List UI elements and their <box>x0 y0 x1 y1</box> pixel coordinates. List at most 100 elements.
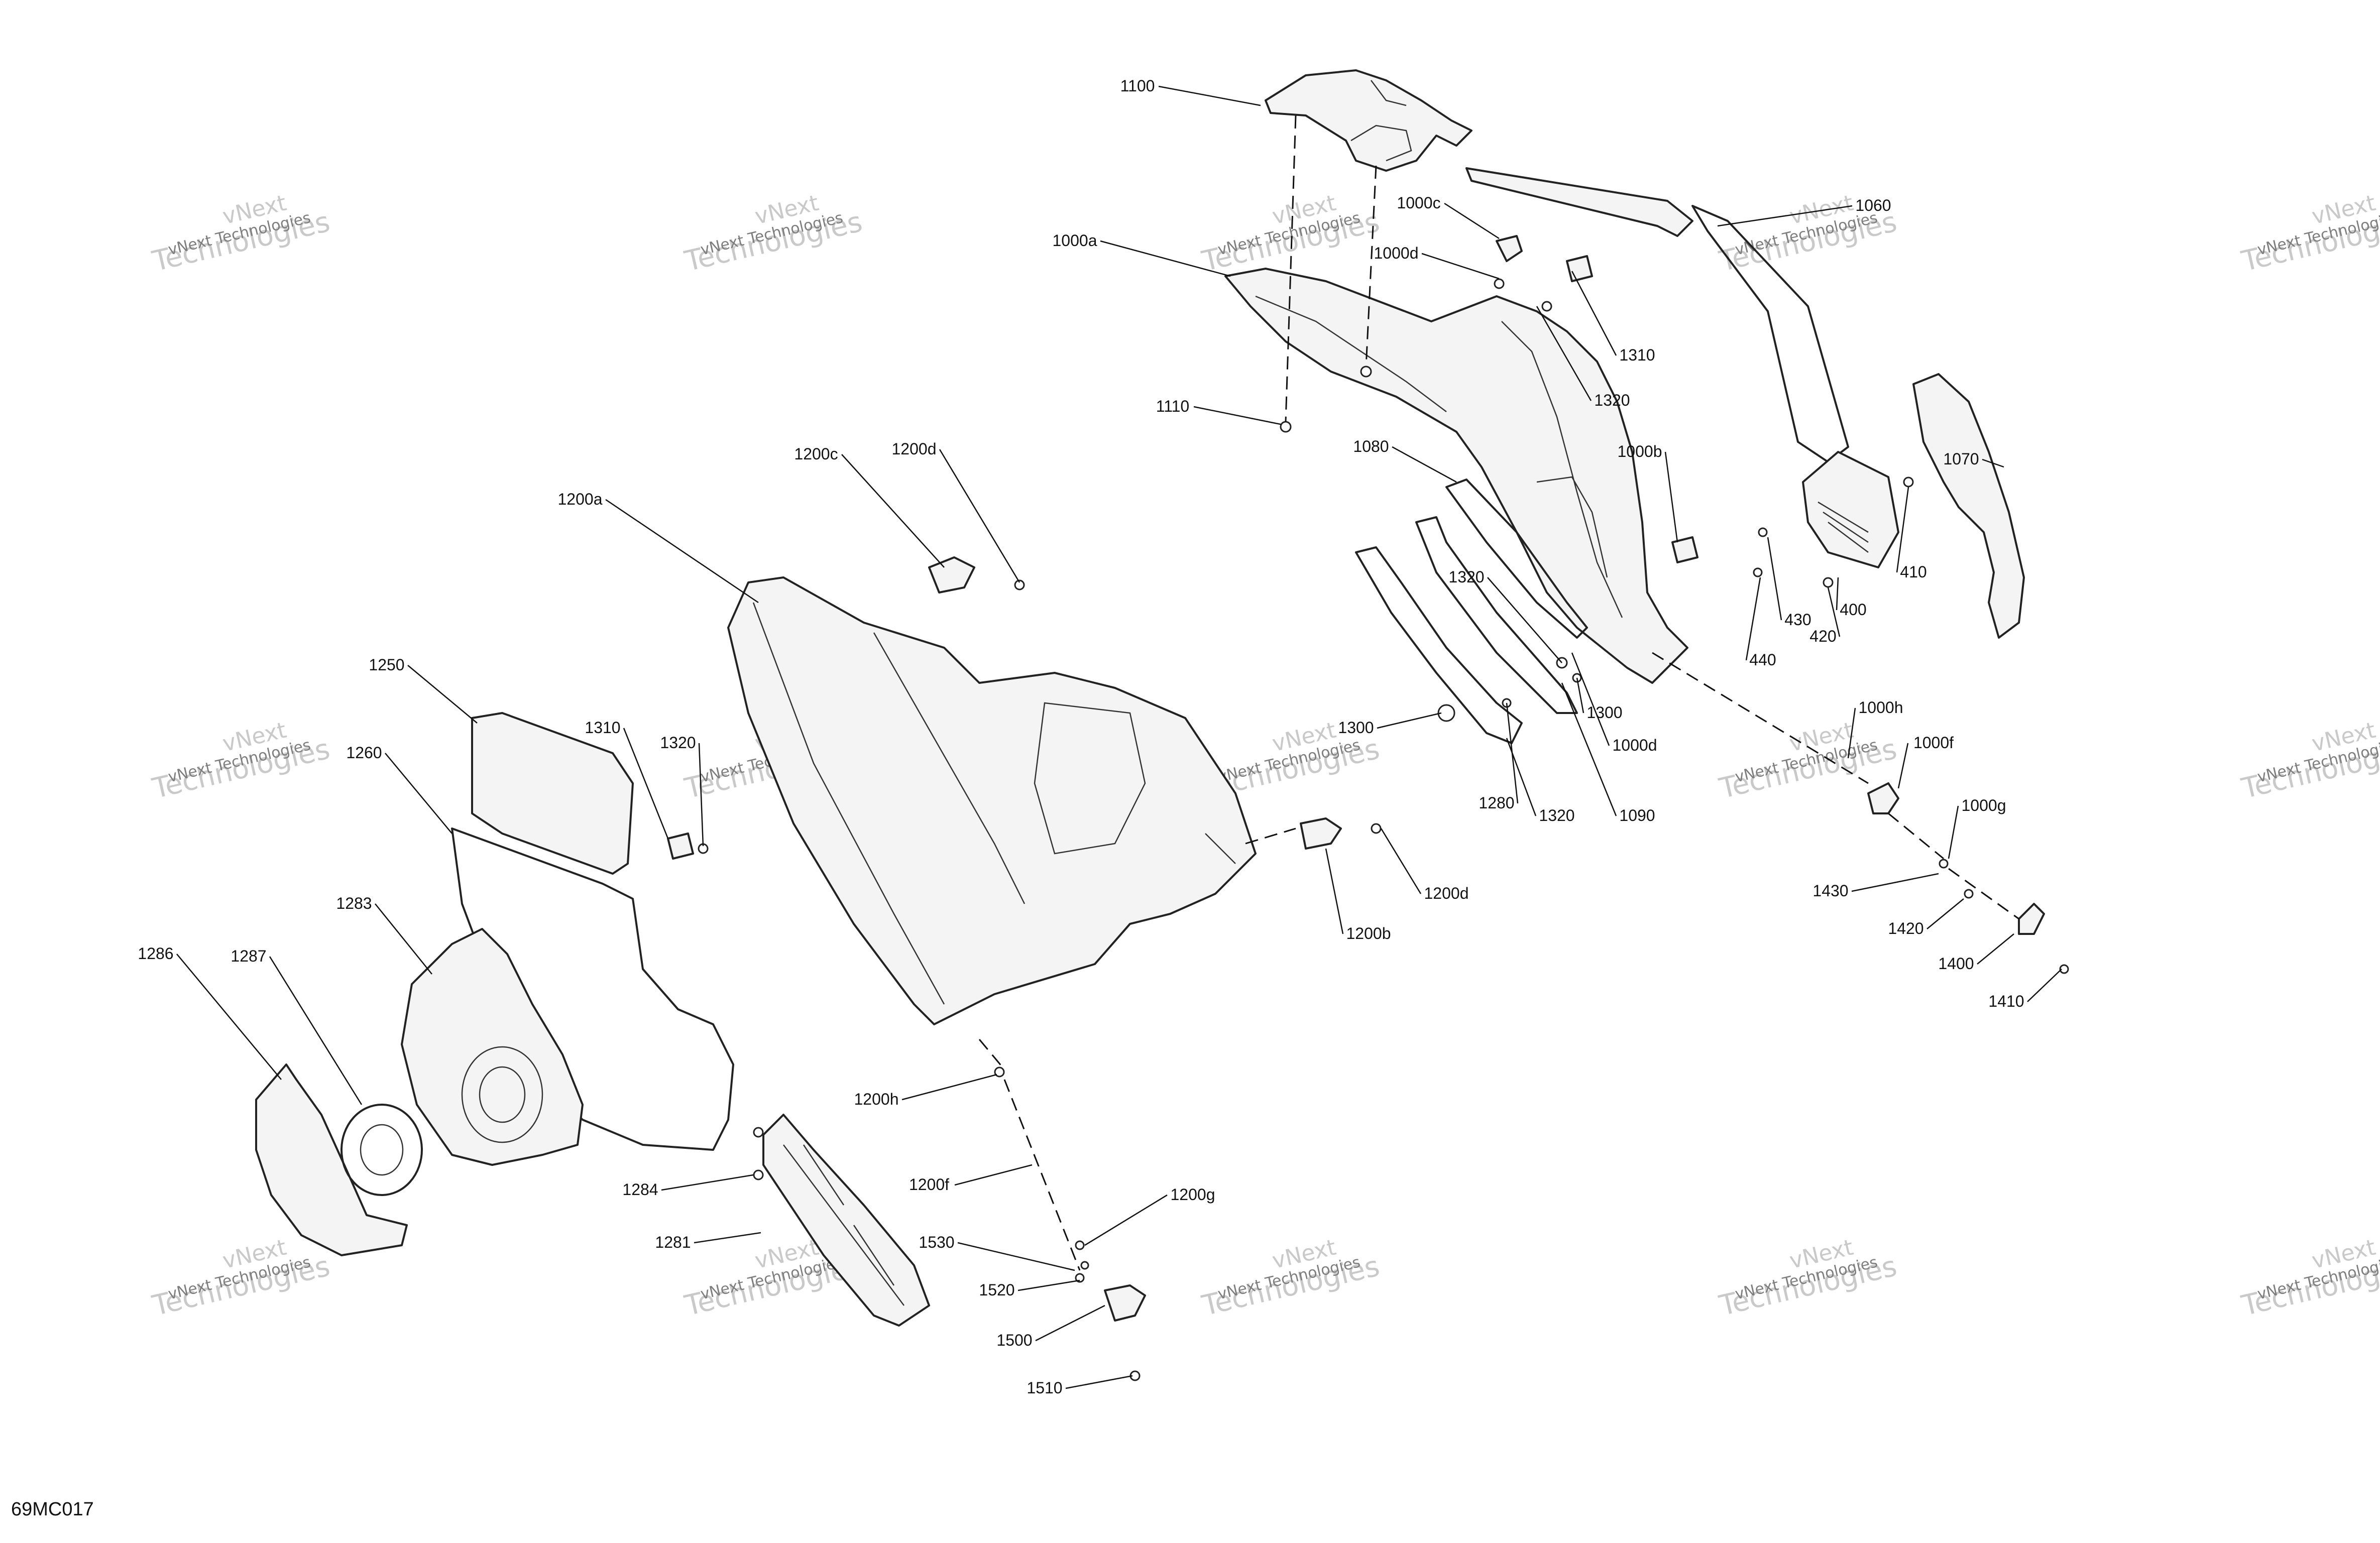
callout-leader <box>1158 85 1261 106</box>
callout-440: 440 <box>1745 577 1776 669</box>
callout-leader <box>407 665 478 724</box>
callout-1200g: 1200g <box>1084 1185 1215 1246</box>
callout-leader <box>1377 712 1442 729</box>
callout-1200a: 1200a <box>558 490 759 604</box>
callout-1000d: 1000d <box>1374 244 1500 280</box>
callout-leader <box>1896 487 1909 573</box>
callout-430: 430 <box>1767 537 1811 629</box>
callout-leader <box>1836 577 1839 611</box>
callout-1520: 1520 <box>979 1279 1080 1299</box>
callout-leader <box>1827 587 1841 637</box>
callout-1000d: 1000d <box>1571 652 1657 754</box>
callout-label: 1530 <box>919 1233 954 1251</box>
callout-420: 420 <box>1809 587 1841 645</box>
part-400-vent-grille <box>1802 451 1899 568</box>
callout-1281: 1281 <box>655 1232 761 1251</box>
callout-label: 1260 <box>346 744 382 762</box>
callout-1070: 1070 <box>1943 450 2004 468</box>
callout-1430: 1430 <box>1812 873 1939 900</box>
callout-leader <box>1745 577 1761 661</box>
callout-leader <box>1487 577 1562 663</box>
callout-1420: 1420 <box>1888 898 1964 937</box>
callout-label: 1080 <box>1353 437 1389 455</box>
callout-label: 1200g <box>1171 1185 1215 1204</box>
callout-leader <box>1576 677 1584 714</box>
callout-leader <box>1444 202 1500 240</box>
callout-leader <box>1847 707 1856 759</box>
callout-1000g: 1000g <box>1948 796 2006 859</box>
callout-1200d: 1200d <box>892 440 1021 583</box>
callout-leader <box>1536 306 1592 401</box>
callout-1000f: 1000f <box>1897 734 1954 789</box>
callout-1320: 1320 <box>1448 568 1562 663</box>
callout-1510: 1510 <box>1027 1375 1133 1397</box>
part-1090-trim <box>1415 516 1578 714</box>
callout-leader <box>1100 240 1231 277</box>
callout-label: 1310 <box>585 719 620 737</box>
callout-1287: 1287 <box>231 947 363 1105</box>
callout-1250: 1250 <box>369 656 478 724</box>
callout-1300: 1300 <box>1576 677 1623 722</box>
callout-1200c: 1200c <box>794 445 945 568</box>
callout-leader <box>1948 805 1959 859</box>
callout-1530: 1530 <box>919 1233 1075 1271</box>
callout-label: 1320 <box>1594 391 1630 409</box>
callout-leader <box>1897 743 1909 789</box>
part-1200a-side-panel <box>727 576 1257 1025</box>
callout-leader <box>954 1164 1033 1186</box>
callout-leader <box>623 728 669 839</box>
callout-1200b: 1200b <box>1325 848 1391 942</box>
callout-label: 1000d <box>1374 244 1419 262</box>
callout-leader <box>605 499 759 604</box>
callout-label: 1200d <box>892 440 937 458</box>
callout-label: 1283 <box>336 894 372 912</box>
callout-leader <box>1193 406 1281 425</box>
callout-1320: 1320 <box>1506 738 1575 824</box>
diagram-reference-code: 69MC017 <box>11 1499 94 1520</box>
callout-label: 1200d <box>1424 884 1469 902</box>
callout-1400: 1400 <box>1938 933 2014 973</box>
callout-1000a: 1000a <box>1053 231 1231 277</box>
callout-1283: 1283 <box>336 894 432 975</box>
callout-label: 1200c <box>794 445 838 463</box>
callout-leader <box>375 903 432 975</box>
assembly-lines <box>978 115 2019 1271</box>
callout-1200h: 1200h <box>854 1074 997 1108</box>
callout-label: 1250 <box>369 656 404 674</box>
callout-leader <box>841 454 945 568</box>
callout-leader <box>698 743 704 847</box>
callout-1100: 1100 <box>1120 77 1261 106</box>
callout-leader <box>1065 1375 1133 1389</box>
callout-label: 440 <box>1749 651 1776 669</box>
callout-label: 1520 <box>979 1281 1014 1299</box>
part-1286-cover <box>255 1063 408 1256</box>
callout-leader <box>901 1074 997 1101</box>
callout-label: 1000b <box>1618 442 1662 460</box>
callout-1090: 1090 <box>1561 682 1655 824</box>
callout-label: 1100 <box>1120 77 1155 95</box>
callout-label: 1320 <box>1448 568 1484 586</box>
callout-label: 1090 <box>1619 806 1655 824</box>
part-1200b-bracket <box>1300 817 1342 850</box>
callout-label: 410 <box>1900 563 1926 581</box>
callout-leader <box>694 1232 761 1244</box>
callout-label: 420 <box>1809 627 1836 645</box>
callout-label: 1500 <box>996 1331 1032 1349</box>
part-1250-pad <box>471 712 634 875</box>
part-1100-center-console <box>1265 69 1472 172</box>
callout-1000h: 1000h <box>1847 698 1903 759</box>
callout-1200f: 1200f <box>909 1164 1033 1194</box>
callout-1284: 1284 <box>622 1174 754 1199</box>
callout-leader <box>1392 446 1457 483</box>
callout-label: 1320 <box>1539 806 1574 824</box>
callout-leader <box>1717 205 1853 227</box>
callout-leader <box>269 956 363 1105</box>
callout-leader <box>1571 271 1617 356</box>
part-1080-trim <box>1445 479 1588 639</box>
callout-leader <box>1084 1194 1168 1246</box>
